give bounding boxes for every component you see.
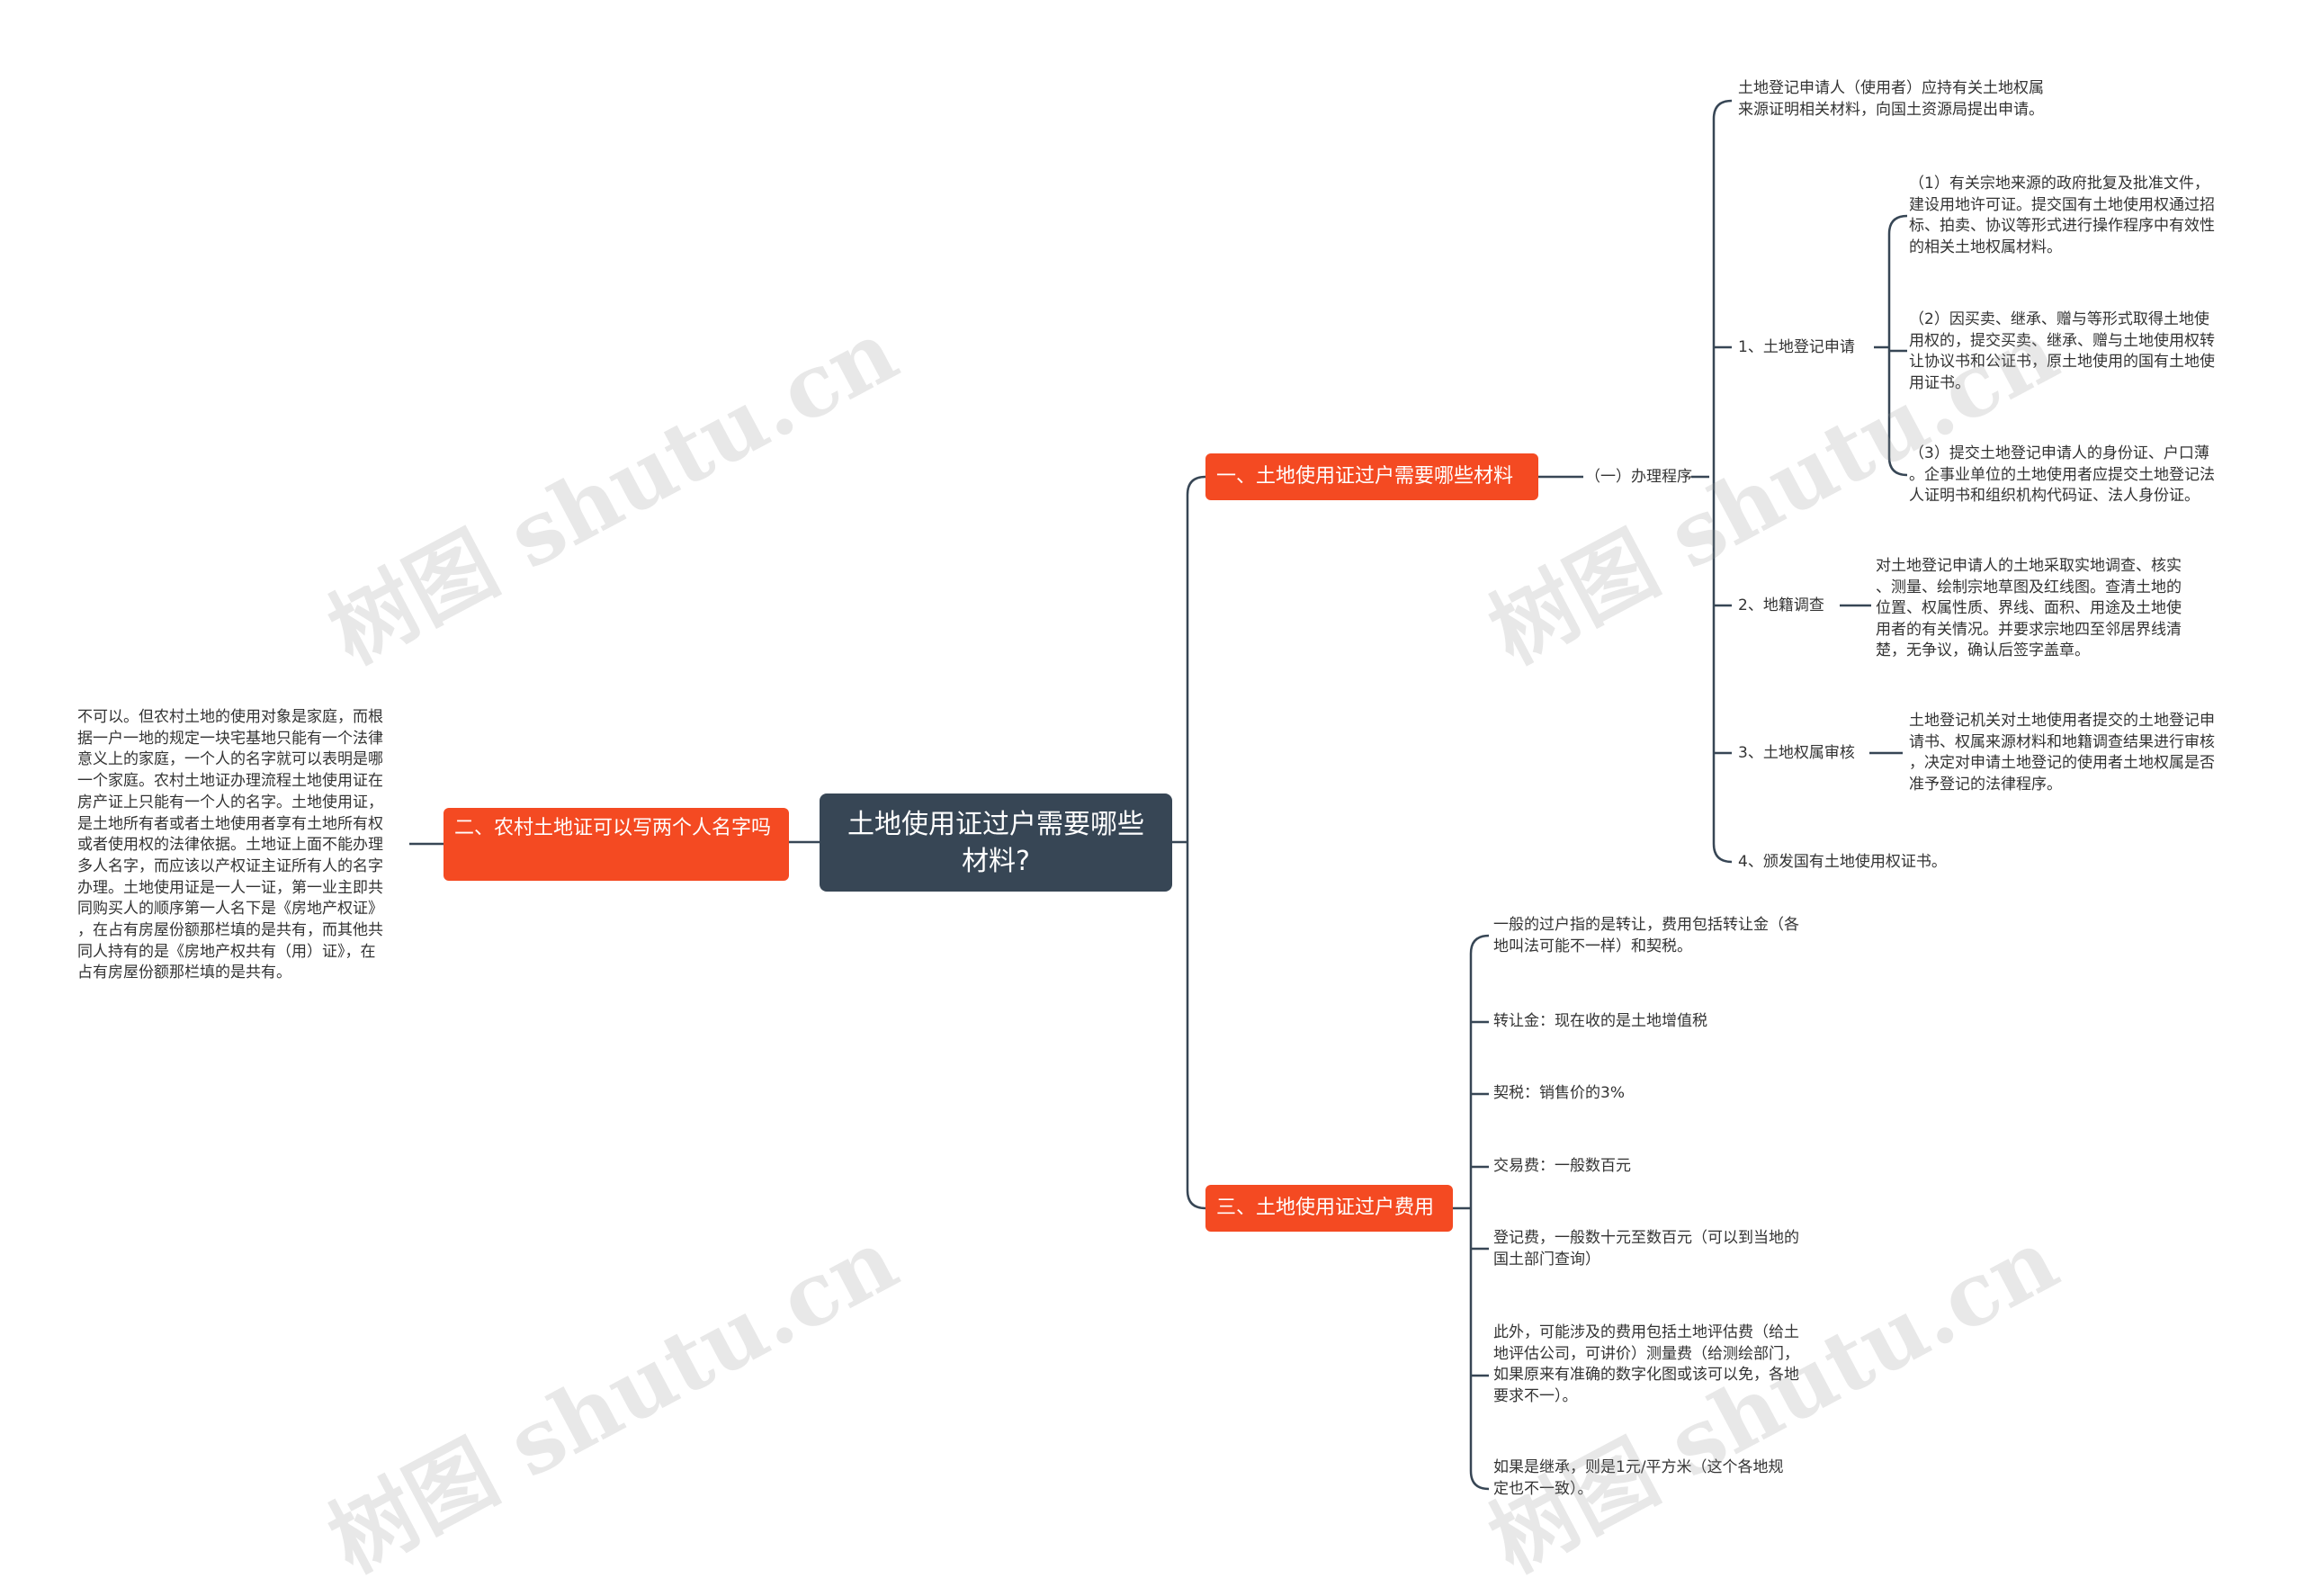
step-3-label[interactable]: 3、土地权属审核 — [1738, 744, 1855, 762]
step-1-label[interactable]: 1、土地登记申请 — [1738, 338, 1855, 356]
step-4-label[interactable]: 4、颁发国有土地使用权证书。 — [1738, 853, 1947, 871]
branch-fees[interactable]: 三、土地使用证过户费用 — [1205, 1185, 1453, 1232]
root-label: 土地使用证过户需要哪些材料? — [847, 808, 1144, 877]
fee-item-2[interactable]: 转让金：现在收的是土地增值税 — [1493, 1012, 1707, 1030]
procedure-label[interactable]: （一）办理程序 — [1585, 468, 1692, 486]
procedure-intro[interactable]: 土地登记申请人（使用者）应持有关土地权属 来源证明相关材料，向国土资源局提出申请… — [1738, 79, 2044, 119]
fee-item-5[interactable]: 登记费，一般数十元至数百元（可以到当地的 国土部门查询） — [1493, 1229, 1799, 1269]
fee-item-1[interactable]: 一般的过户指的是转让，费用包括转让金（各 地叫法可能不一样）和契税。 — [1493, 916, 1799, 955]
branch-two-names[interactable]: 二、农村土地证可以写两个人名字吗 — [444, 808, 789, 881]
step-1-item-2[interactable]: （2）因买卖、继承、赠与等形式取得土地使 用权的，提交买卖、继承、赠与土地使用权… — [1909, 310, 2215, 392]
branch-two-names-label: 二、农村土地证可以写两个人名字吗 — [454, 817, 772, 839]
step-1-item-3[interactable]: （3）提交土地登记申请人的身份证、户口薄 。企事业单位的土地使用者应提交土地登记… — [1909, 444, 2215, 505]
fee-item-6[interactable]: 此外，可能涉及的费用包括土地评估费（给土 地评估公司，可讲价）测量费（给测绘部门… — [1493, 1323, 1799, 1405]
root-node[interactable]: 土地使用证过户需要哪些材料? — [820, 794, 1172, 892]
fee-item-3[interactable]: 契税：销售价的3% — [1493, 1084, 1625, 1102]
step-3-detail[interactable]: 土地登记机关对土地使用者提交的土地登记申 请书、权属来源材料和地籍调查结果进行审… — [1909, 712, 2215, 794]
fee-item-4[interactable]: 交易费：一般数百元 — [1493, 1157, 1631, 1175]
fee-item-7[interactable]: 如果是继承，则是1元/平方米（这个各地规 定也不一致）。 — [1493, 1458, 1784, 1498]
step-1-item-1[interactable]: （1）有关宗地来源的政府批复及批准文件， 建设用地许可证。提交国有土地使用权通过… — [1909, 175, 2215, 256]
two-names-detail[interactable]: 不可以。但农村土地的使用对象是家庭，而根 据一户一地的规定一块宅基地只能有一个法… — [77, 708, 383, 982]
branch-materials-label: 一、土地使用证过户需要哪些材料 — [1216, 465, 1514, 488]
branch-fees-label: 三、土地使用证过户费用 — [1216, 1197, 1435, 1219]
step-2-label[interactable]: 2、地籍调查 — [1738, 596, 1824, 614]
branch-materials[interactable]: 一、土地使用证过户需要哪些材料 — [1205, 453, 1538, 500]
step-2-detail[interactable]: 对土地登记申请人的土地采取实地调查、核实 、测量、绘制宗地草图及红线图。查清土地… — [1876, 557, 2182, 659]
